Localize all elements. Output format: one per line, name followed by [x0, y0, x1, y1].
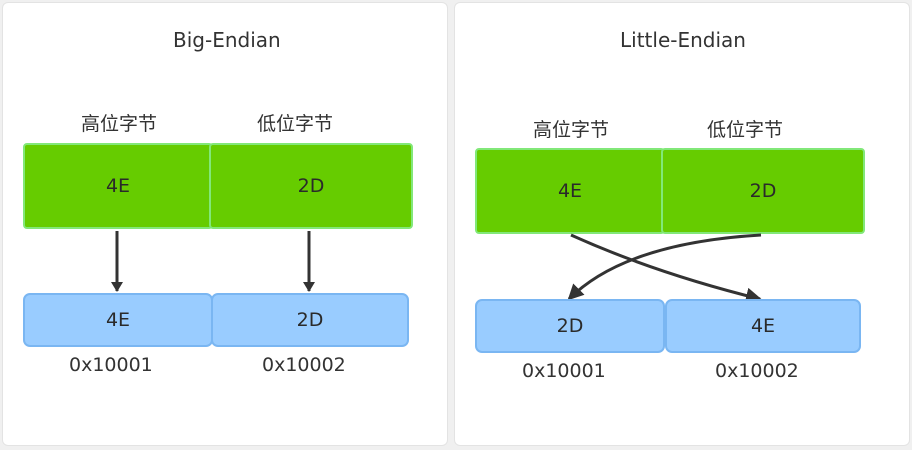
little-endian-memory-byte-1: 2D [475, 299, 665, 353]
little-endian-panel: Little-Endian 高位字节 低位字节 4E 2D 2D 4E 0x10… [454, 2, 910, 446]
little-endian-source-byte-low: 2D [661, 148, 865, 234]
big-endian-source-byte-high: 4E [23, 143, 213, 229]
big-endian-low-byte-label: 低位字节 [257, 113, 334, 135]
little-endian-low-byte-label: 低位字节 [707, 119, 784, 141]
little-endian-arrow-high-to-second [570, 233, 762, 304]
little-endian-address-1: 0x10001 [522, 360, 606, 382]
little-endian-memory-byte-2: 4E [665, 299, 861, 353]
big-endian-panel: Big-Endian 高位字节 低位字节 4E 2D 4E 2D 0x10001… [2, 2, 448, 446]
big-endian-address-1: 0x10001 [69, 354, 153, 376]
big-endian-source-byte-low: 2D [209, 143, 413, 229]
big-endian-high-byte-label: 高位字节 [81, 113, 158, 135]
big-endian-memory-byte-1: 4E [23, 293, 213, 347]
big-endian-title: Big-Endian [173, 28, 281, 52]
little-endian-high-byte-label: 高位字节 [533, 119, 610, 141]
little-endian-title: Little-Endian [620, 28, 746, 52]
big-endian-address-2: 0x10002 [262, 354, 346, 376]
big-endian-memory-byte-2: 2D [211, 293, 409, 347]
little-endian-address-2: 0x10002 [715, 360, 799, 382]
little-endian-source-byte-high: 4E [475, 148, 665, 234]
little-endian-arrow-low-to-first [567, 233, 762, 301]
